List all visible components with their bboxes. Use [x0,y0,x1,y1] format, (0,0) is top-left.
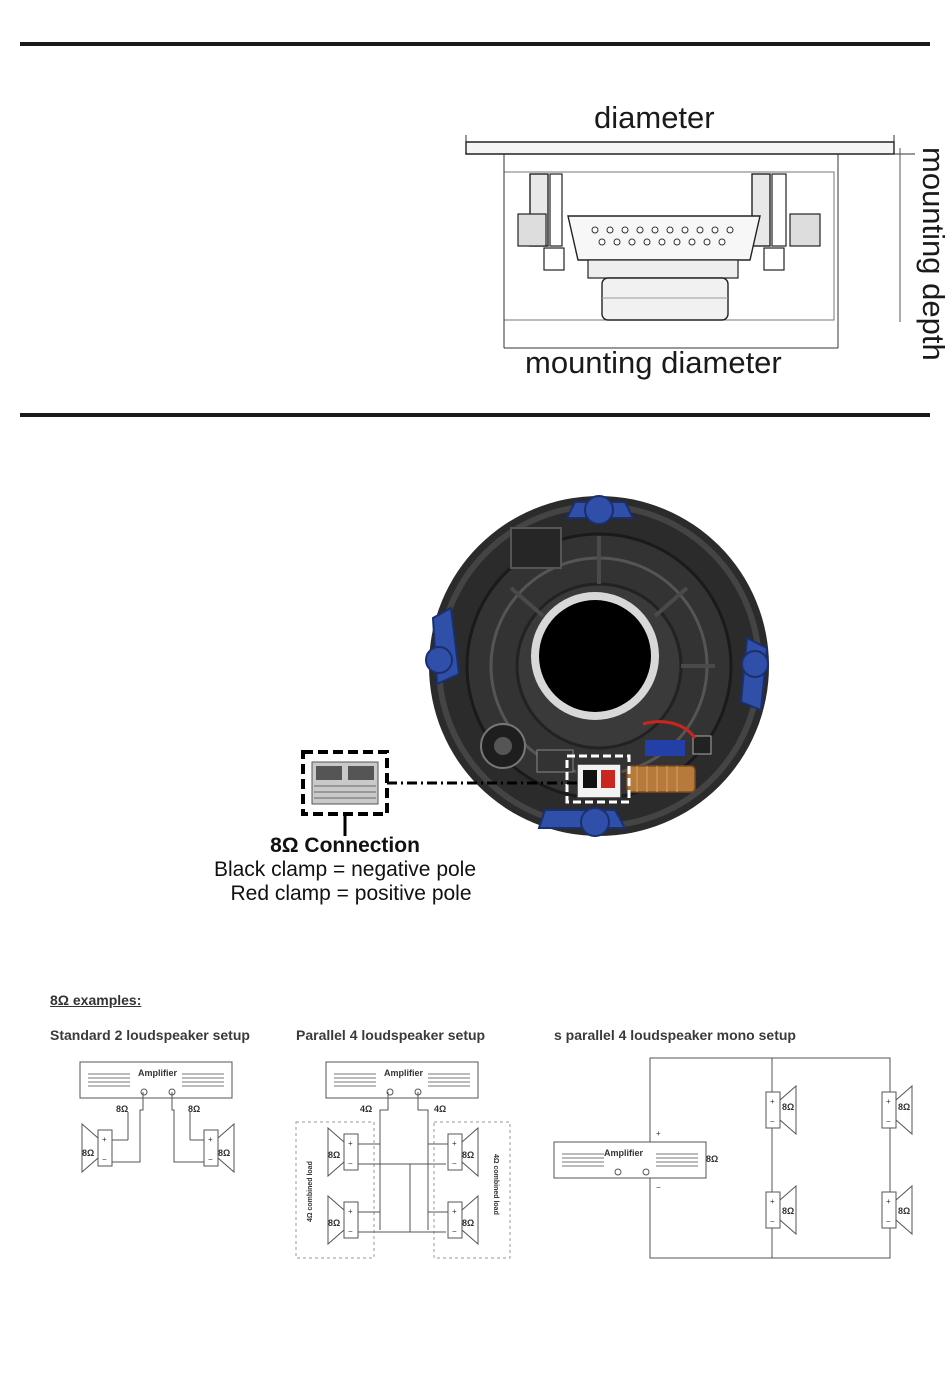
speaker-label-1b: 8Ω [218,1148,230,1158]
clamp-detail-callout [301,750,580,836]
speaker-side-view-drawing [465,135,915,349]
examples-heading: 8Ω examples: [50,992,142,1008]
line-label-1a: 8Ω [116,1104,128,1114]
line-label-2b: 4Ω [434,1104,446,1114]
speaker-back-view [425,495,769,837]
speaker-label-3d: 8Ω [898,1206,910,1216]
group-label-2b: 4Ω combined load [492,1154,499,1215]
mounting-depth-label: mounting depth [916,147,950,361]
black-clamp-note: Black clamp = negative pole [213,858,477,881]
speaker-label-3c: 8Ω [782,1206,794,1216]
red-clamp-note: Red clamp = positive pole [230,882,472,905]
speaker-label-1a: 8Ω [82,1148,94,1158]
amp-minus-3: − [656,1183,661,1192]
amp-label-1: Amplifier [138,1068,178,1078]
amp-label-3: Amplifier [604,1148,644,1158]
line-label-2a: 4Ω [360,1104,372,1114]
group-label-2a: 4Ω combined load [307,1161,314,1222]
setup-title-parallel-4: Parallel 4 loudspeaker setup [296,1027,486,1043]
setup-title-standard-2: Standard 2 loudspeaker setup [50,1027,250,1043]
diameter-label: diameter [594,100,715,135]
speaker-label-2d: 8Ω [462,1218,474,1228]
speaker-label-2a: 8Ω [328,1150,340,1160]
speaker-label-3a: 8Ω [782,1102,794,1112]
line-label-1b: 8Ω [188,1104,200,1114]
speaker-label-2b: 8Ω [328,1218,340,1228]
top-rule [20,42,930,46]
amp-out-label-3: 8Ω [706,1154,718,1164]
setup-title-mono-4: s parallel 4 loudspeaker mono setup [554,1027,796,1043]
amp-plus-3: + [656,1129,661,1138]
wiring-diagrams: + − + − Amplifier 8Ω 8Ω 8Ω 8Ω Amplifier [79,1057,913,1259]
connection-title: 8Ω Connection [270,834,420,857]
speaker-label-2c: 8Ω [462,1150,474,1160]
middle-rule [20,413,930,417]
amp-label-2: Amplifier [384,1068,424,1078]
mounting-diameter-label: mounting diameter [525,345,782,380]
speaker-label-3b: 8Ω [898,1102,910,1112]
